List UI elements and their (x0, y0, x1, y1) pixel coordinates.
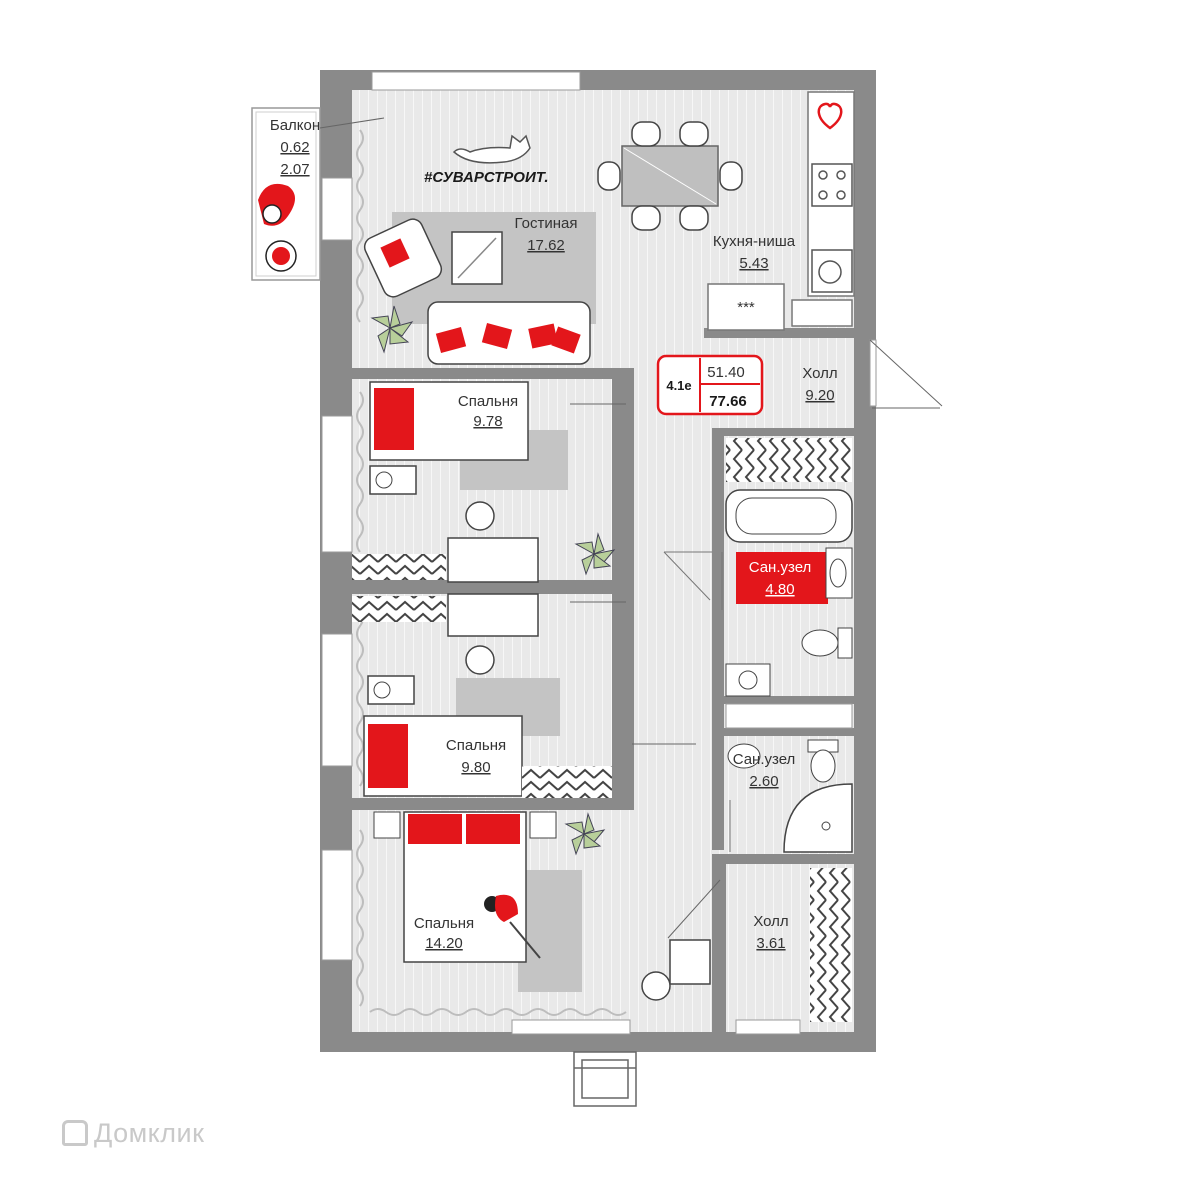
bedroom-2-furniture (352, 593, 696, 798)
dining-table (597, 121, 743, 231)
room-area-bathroom-2: 2.60 (749, 773, 778, 790)
house-logo-icon (62, 1120, 88, 1146)
living-area: 51.40 (707, 364, 745, 381)
wardrobe (810, 868, 852, 1022)
plant-icon (574, 532, 616, 576)
unit-type: 4.1e (666, 378, 691, 393)
appliance-label: *** (737, 299, 755, 316)
washer-icon (725, 663, 771, 697)
balcony (251, 107, 385, 281)
room-name-hall-2: Холл (753, 913, 788, 930)
person-icon (484, 894, 541, 959)
stove-icon (811, 163, 853, 207)
entrance-door (869, 339, 943, 409)
living-room-furniture (363, 212, 596, 365)
room-area-kitchen: 5.43 (739, 255, 768, 272)
fridge (707, 283, 785, 331)
interior-walls (352, 328, 854, 1032)
plant-icon (370, 305, 414, 354)
kitchen-furniture: *** (707, 91, 855, 331)
bedroom-3-furniture (373, 811, 721, 1001)
cat-icon (452, 134, 531, 164)
room-name-bedroom-3: Спальня (414, 915, 474, 932)
watermark-text: Домклик (94, 1118, 205, 1148)
shower-icon (783, 783, 853, 853)
room-name-balcony: Балкон (270, 117, 320, 134)
toilet-icon (801, 627, 853, 659)
room-name-living: Гостиная (515, 215, 578, 232)
sofa-icon (427, 301, 591, 365)
bathroom-1-fixtures (725, 438, 853, 697)
curtains (356, 129, 627, 1016)
unit-badge: 4.1e 51.40 77.66 (656, 354, 764, 416)
total-area: 77.66 (709, 393, 747, 410)
brand-logo: #СУВАРСТРОИТ. (424, 169, 549, 186)
person-icon (258, 183, 295, 226)
room-area-bedroom-3: 14.20 (425, 935, 463, 952)
room-name-bathroom-1: Сан.узел (749, 559, 812, 576)
toilet-icon (807, 739, 839, 783)
room-area-hall-2: 3.61 (756, 935, 785, 952)
room-name-kitchen: Кухня-ниша (713, 233, 796, 250)
kitchen-sink-icon (811, 249, 853, 293)
sink-icon (727, 743, 761, 769)
bathtub-icon (725, 489, 853, 543)
room-area-bedroom-1: 9.78 (473, 413, 502, 430)
windows (321, 71, 877, 1035)
room-name-bathroom-2: Сан.узел (733, 751, 796, 768)
doors (663, 551, 731, 852)
room-area-hall-1: 9.20 (805, 387, 834, 404)
coffee-table-icon (265, 240, 297, 272)
room-name-bedroom-2: Спальня (446, 737, 506, 754)
heart-icon (817, 102, 843, 130)
bathroom-2-fixtures (725, 703, 853, 853)
room-area-living: 17.62 (527, 237, 565, 254)
room-name-bedroom-1: Спальня (458, 393, 518, 410)
porch (573, 1051, 637, 1107)
room-area-balcony-1: 0.62 (280, 139, 309, 156)
room-area-bathroom-1: 4.80 (765, 581, 794, 598)
sink-icon (825, 547, 853, 599)
watermark: Домклик (62, 1118, 204, 1149)
armchair-icon (363, 218, 443, 298)
room-name-hall-1: Холл (802, 365, 837, 382)
room-area-balcony-2: 2.07 (280, 161, 309, 178)
bedroom-1-furniture (352, 381, 626, 583)
room-area-bedroom-2: 9.80 (461, 759, 490, 776)
room-labels: Балкон 0.62 2.07 Гостиная 17.62 Кухня-ни… (270, 117, 838, 952)
plant-icon (564, 812, 606, 856)
